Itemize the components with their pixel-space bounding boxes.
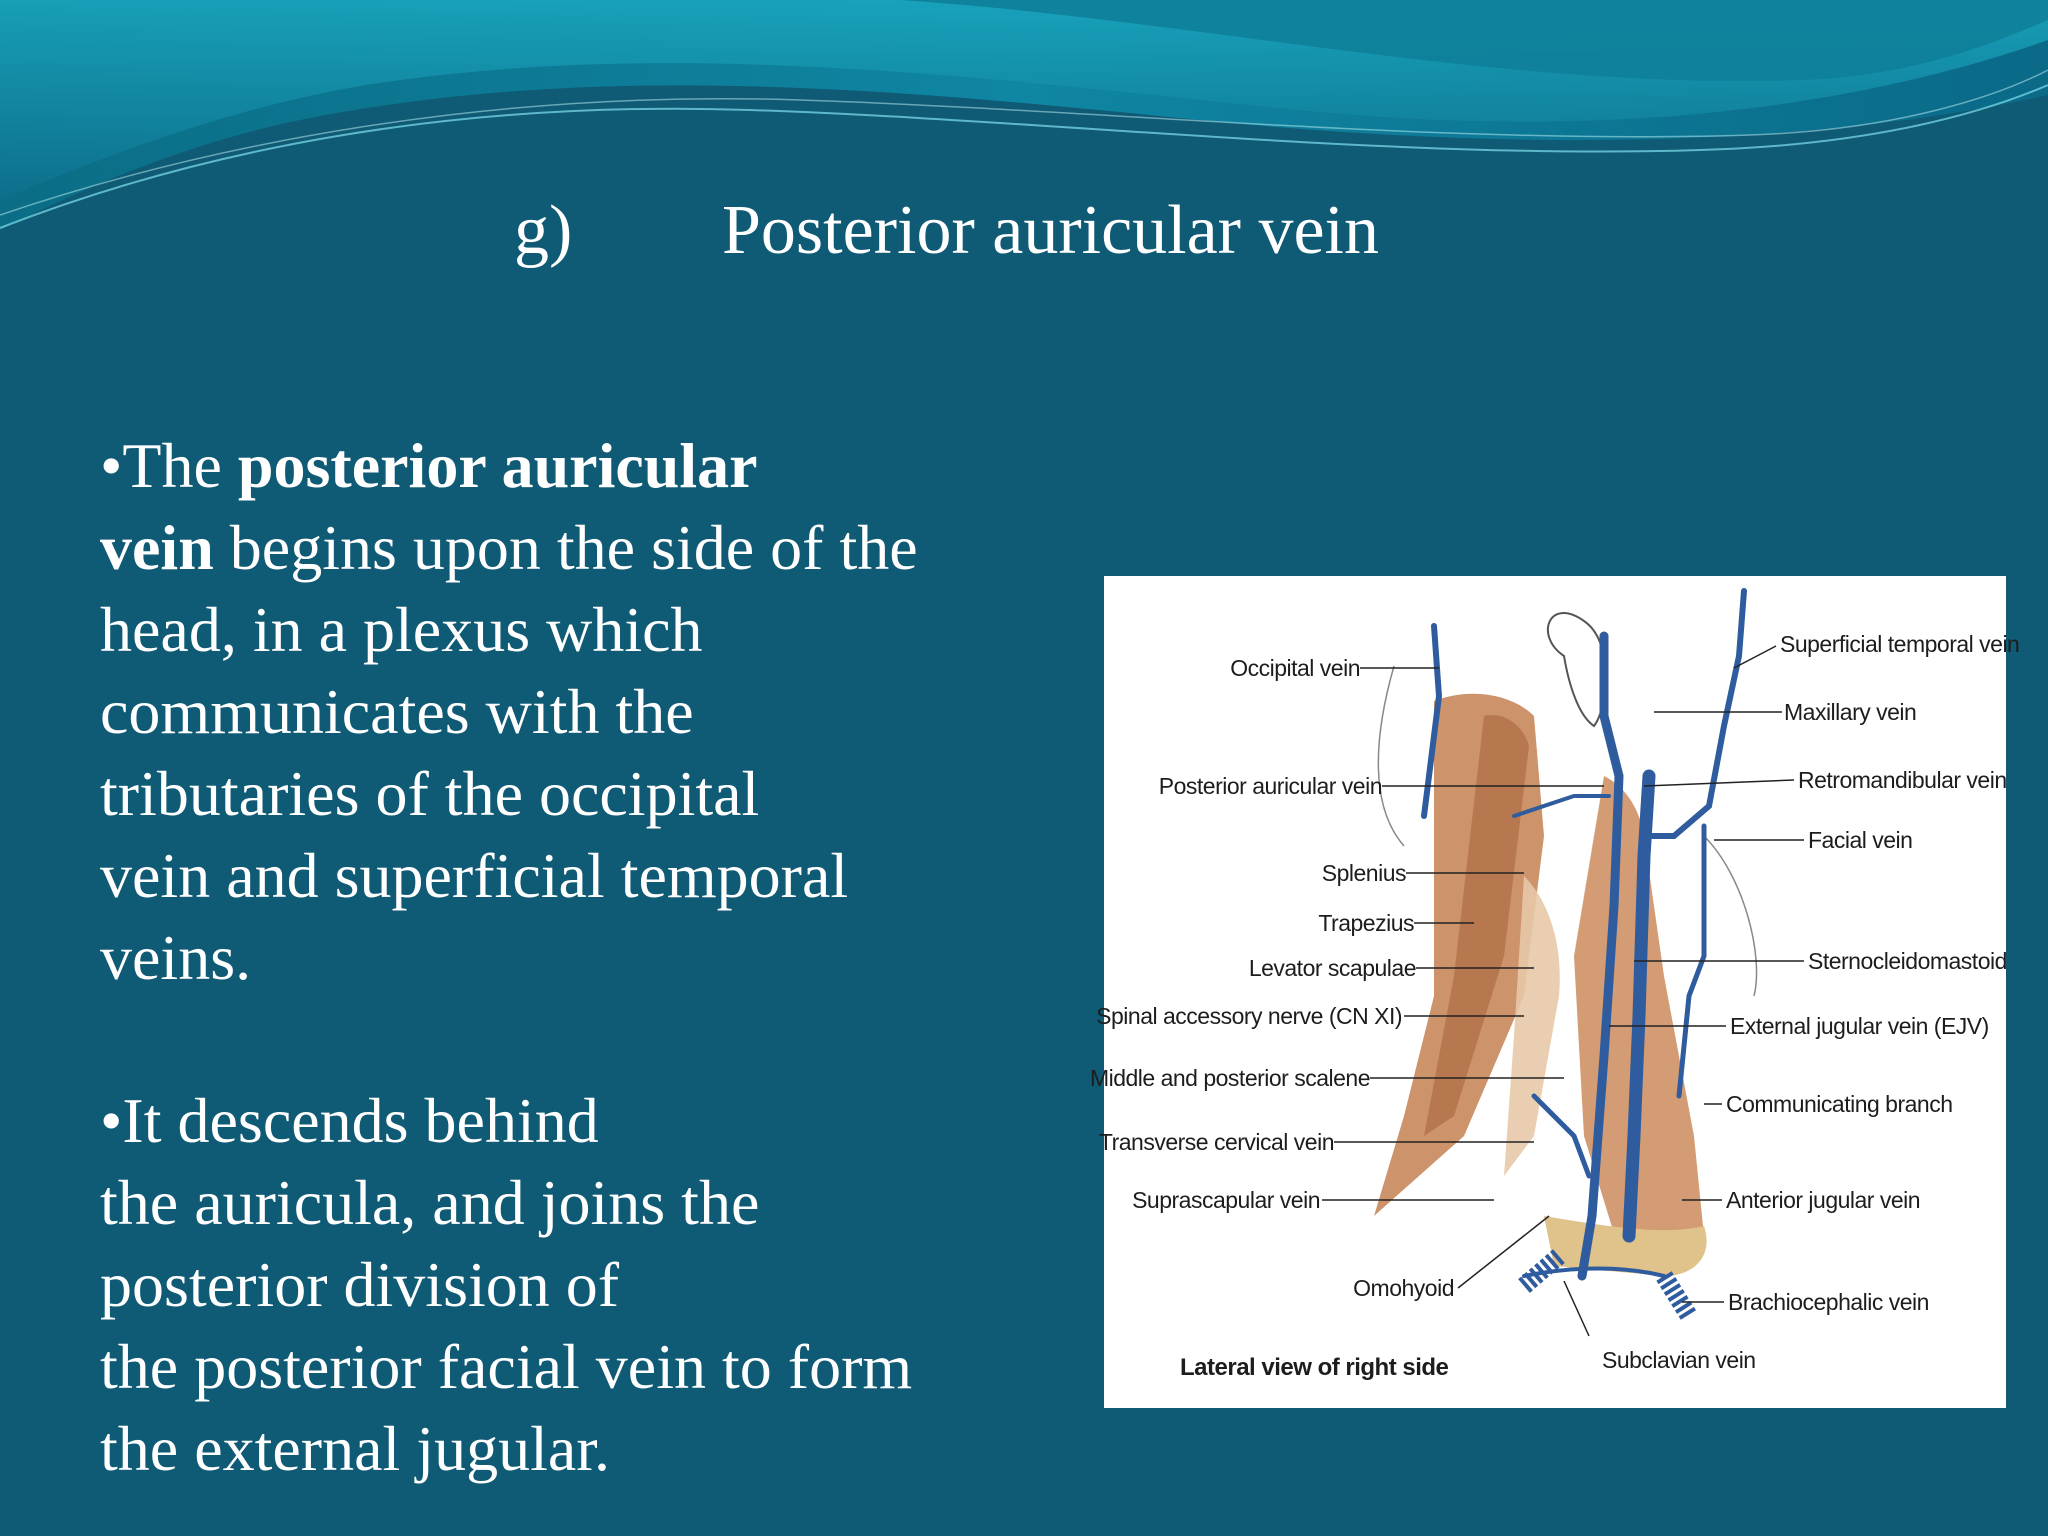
slide-title: g) Posterior auricular vein: [0, 186, 2048, 276]
figure-caption: Lateral view of right side: [1180, 1354, 1449, 1381]
bullet1-line4: communicates with the: [100, 676, 694, 747]
anterior-vein-line: [1676, 823, 1707, 1099]
bullet2-line2: the auricula, and joins the: [100, 1167, 760, 1238]
label-sternocleidomastoid: Sternocleidomastoid: [1808, 948, 2007, 974]
label-superficial-temporal-vein: Superficial temporal vein: [1780, 631, 2020, 657]
label-omohyoid: Omohyoid: [1353, 1275, 1454, 1301]
splenius-muscle: [1424, 715, 1529, 1136]
label-splenius: Splenius: [1321, 860, 1407, 886]
bullet-marker: •: [100, 1085, 123, 1156]
vein-network: [1421, 588, 1747, 1281]
bullet2-line1: It descends behind: [122, 1085, 599, 1156]
bullet1-line6: vein and superficial temporal: [100, 840, 849, 911]
label-anterior-jugular-vein: Anterior jugular vein: [1726, 1187, 1921, 1213]
occipital-vein-line: [1421, 623, 1443, 819]
label-middle-posterior-scalene: Middle and posterior scalene: [1089, 1065, 1371, 1091]
bullet-paragraph-2: •It descends behind the auricula, and jo…: [100, 1080, 1060, 1490]
superficial-temporal-vein-line: [1646, 588, 1747, 839]
posterior-auricular-vein-line: [1512, 794, 1611, 818]
label-brachiocephalic-vein: Brachiocephalic vein: [1728, 1289, 1929, 1315]
label-external-jugular-vein: External jugular vein (EJV): [1730, 1013, 1989, 1039]
subclavian-vein-segment: [1518, 1249, 1565, 1293]
anatomy-figure: Occipital vein Posterior auricular vein …: [1090, 576, 2020, 1408]
label-subclavian-vein: Subclavian vein: [1602, 1347, 1756, 1373]
label-levator-scapulae: Levator scapulae: [1248, 955, 1417, 981]
jaw-outline: [1703, 835, 1758, 997]
bullet-paragraph-1: •The posterior auricular vein begins upo…: [100, 425, 1060, 999]
label-leader-lines: [1322, 645, 1804, 1337]
brachiocephalic-vein-segment: [1656, 1271, 1697, 1321]
external-jugular-vein-line: [1577, 631, 1624, 1281]
head-outline: [1377, 665, 1405, 847]
label-spinal-accessory-nerve: Spinal accessory nerve (CN XI): [1096, 1003, 1402, 1029]
bullet2-line4: the posterior facial vein to form: [100, 1331, 913, 1402]
bullet1-line2: begins upon the side of the: [213, 512, 918, 583]
label-trapezius: Trapezius: [1318, 910, 1414, 936]
title-number: g): [514, 192, 573, 269]
title-text: Posterior auricular vein: [722, 192, 1380, 269]
neck-veins-illustration: [1322, 588, 1804, 1337]
label-retromandibular-vein: Retromandibular vein: [1798, 767, 2007, 793]
header-wave-decoration: [0, 0, 2048, 240]
label-posterior-auricular-vein: Posterior auricular vein: [1158, 773, 1383, 799]
label-maxillary-vein: Maxillary vein: [1784, 699, 1917, 725]
transverse-cervical-vein-line: [1531, 1093, 1592, 1179]
bullet-marker: •: [100, 430, 123, 501]
bullet2-line5: the external jugular.: [100, 1413, 611, 1484]
bullet1-line5: tributaries of the occipital: [100, 758, 760, 829]
bullet1-bold1: posterior auricular: [237, 430, 758, 501]
bullet2-line3: posterior division of: [100, 1249, 620, 1320]
label-transverse-cervical-vein: Transverse cervical vein: [1098, 1129, 1335, 1155]
bullet1-pre: The: [122, 430, 238, 501]
bullet1-line3: head, in a plexus which: [100, 594, 703, 665]
levator-scapulae-muscle: [1504, 876, 1560, 1176]
bullet1-line7: veins.: [100, 922, 252, 993]
label-facial-vein: Facial vein: [1808, 827, 1913, 853]
label-communicating-branch: Communicating branch: [1726, 1091, 1953, 1117]
ear-illustration: [1547, 612, 1607, 728]
bullet1-bold2: vein: [100, 512, 214, 583]
label-occipital-vein: Occipital vein: [1230, 655, 1360, 681]
label-suprascapular-vein: Suprascapular vein: [1132, 1187, 1320, 1213]
internal-jugular-vein-line: [1622, 769, 1656, 1243]
